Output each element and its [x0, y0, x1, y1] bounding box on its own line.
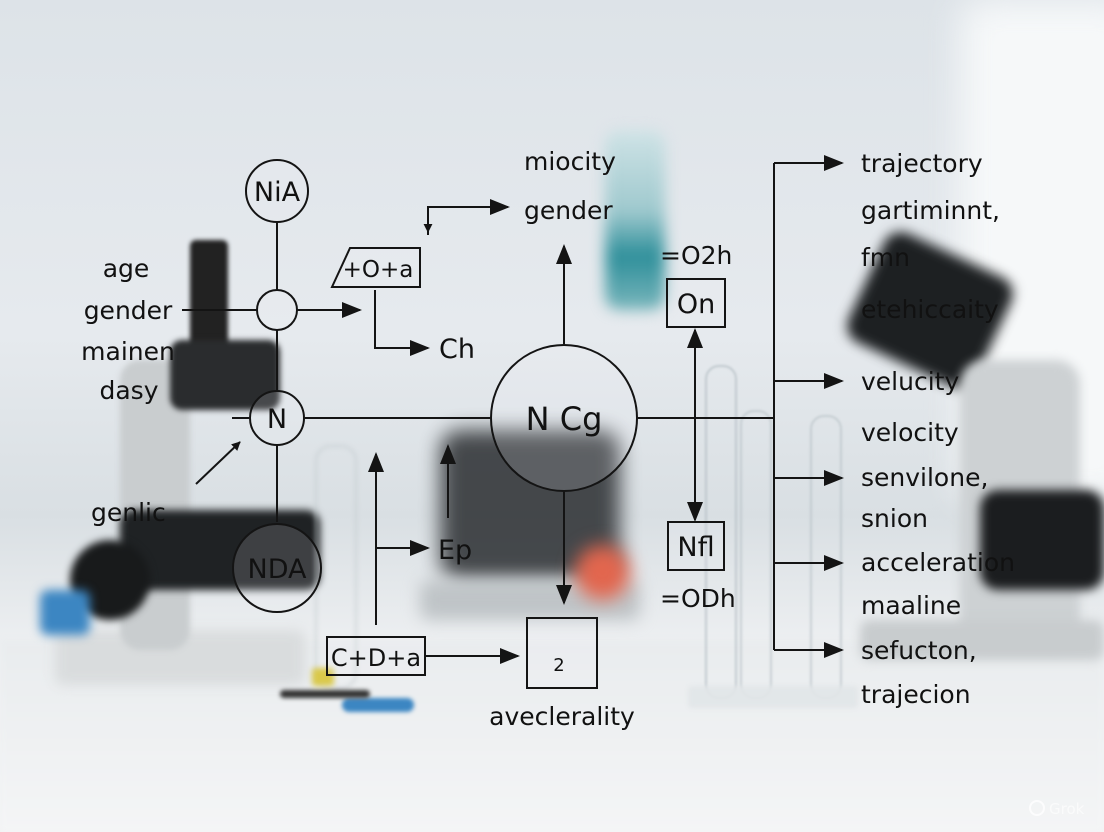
label-miocity: miocity [524, 147, 616, 176]
node-rg-box [526, 617, 598, 689]
microscope-left-stage [120, 510, 320, 590]
test-tube-left [315, 445, 357, 689]
node-nda [232, 523, 322, 613]
right-label-trajecion: trajecion [861, 680, 971, 709]
label-aveclerality: aveclerality [489, 702, 635, 731]
node-o-box-label: +O+a [343, 257, 414, 283]
right-label-etehiccaity: etehiccaity [861, 295, 999, 324]
pipette-blue [342, 698, 414, 712]
node-nia [245, 159, 309, 223]
watermark: Grok [1029, 800, 1085, 818]
right-label-velocity: velocity [861, 418, 959, 447]
left-label-dasy: dasy [99, 376, 158, 405]
right-label-trajectory: trajectory [861, 149, 983, 178]
node-cd-box-label: C+D+a [331, 644, 421, 672]
node-ncg-label: N Cg [526, 400, 603, 438]
yellow-object [312, 668, 334, 686]
node-on-box-label: On [677, 289, 715, 320]
left-label-age: age [103, 254, 150, 283]
watermark-logo-icon [1029, 800, 1045, 816]
right-label-sefucton: sefucton, [861, 636, 977, 665]
node-nfl-box [667, 521, 725, 571]
node-nda-label: NDA [248, 554, 308, 585]
pipette-dark [280, 690, 370, 698]
label-o2h: =O2h [660, 241, 732, 270]
node-o-box [330, 247, 421, 288]
arrow-obox-ch [374, 290, 430, 356]
node-on-box [666, 278, 726, 328]
tube-rack [688, 686, 858, 708]
right-label-snion: snion [861, 504, 928, 533]
right-label-senvilone: senvilone, [861, 463, 988, 492]
right-label-velucity: velucity [861, 367, 959, 396]
right-label-maaline: maaline [861, 591, 961, 620]
arrow-obox-gender [427, 199, 510, 235]
right-label-gartiminnt: gartiminnt, [861, 196, 1000, 225]
label-gender-top: gender [524, 196, 613, 225]
teal-bottle [605, 130, 665, 310]
node-n-label: N [267, 404, 287, 435]
right-label-fmn: fmn [861, 243, 910, 272]
node-cd-box [326, 636, 426, 676]
watermark-text: Grok [1049, 800, 1085, 818]
node-hub [256, 289, 298, 331]
node-ncg [490, 344, 638, 492]
node-rg-box-label: 2 [553, 655, 564, 676]
label-odh: =ODh [660, 584, 736, 613]
microscope-right-base [860, 620, 1104, 660]
label-ch: Ch [439, 334, 475, 365]
microscope-left-head [170, 340, 280, 410]
arrow-genlic [195, 441, 241, 485]
rg-subscript: 2 [553, 655, 564, 676]
blue-object [40, 590, 90, 635]
red-object [575, 545, 630, 600]
right-label-acceleration: acceleration [861, 548, 1015, 577]
node-nfl-box-label: Nfl [677, 532, 714, 563]
left-label-mainen: mainen [81, 337, 175, 366]
label-genlic: genlic [91, 498, 166, 527]
microscope-right-stage [980, 490, 1104, 590]
node-n [249, 390, 305, 446]
node-nia-label: NiA [254, 177, 301, 208]
label-ep: Ep [438, 535, 472, 566]
left-label-gender: gender [84, 296, 173, 325]
